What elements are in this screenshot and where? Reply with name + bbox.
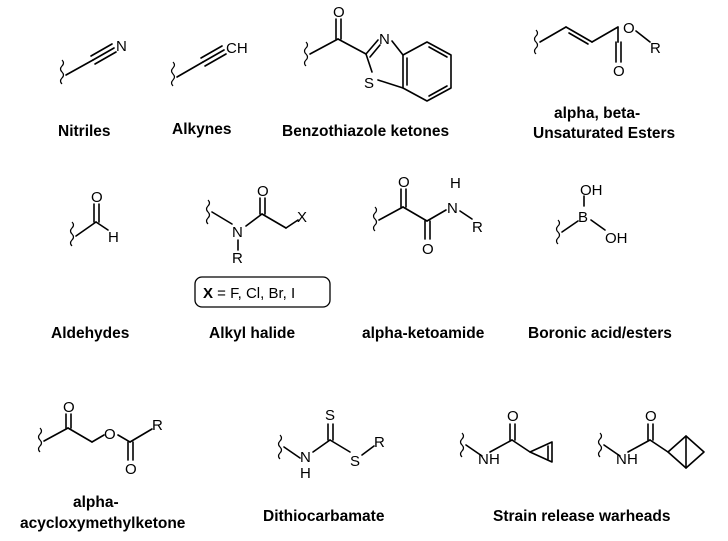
atom-N: N (616, 451, 627, 468)
atom-S: S (350, 453, 360, 470)
attachment-wavy-line (597, 432, 603, 458)
atom-N: N (379, 31, 390, 48)
atom-H: H (300, 465, 311, 482)
attachment-wavy-line (303, 41, 309, 67)
alkyne-structure: CH (170, 40, 248, 87)
atom-OH: OH (605, 230, 628, 247)
atom-O: O (613, 63, 625, 80)
atom-O: O (507, 408, 519, 425)
bicyclobutane-amide-structure: N H O (597, 408, 705, 469)
attachment-wavy-line (372, 206, 378, 232)
label-acyloxymethylketone-line2: acycloxymethylketone (20, 515, 186, 532)
atom-O: O (104, 426, 116, 443)
label-alkyl-halide: Alkyl halide (209, 325, 296, 342)
unsaturated-ester-structure: O O R (533, 20, 661, 80)
atom-O: O (398, 174, 410, 191)
atom-B: B (578, 209, 588, 226)
attachment-wavy-line (69, 221, 75, 247)
alkyl-halide-structure: N R O X (205, 183, 307, 267)
label-boronic-acid: Boronic acid/esters (528, 325, 672, 342)
atom-R: R (374, 434, 385, 451)
atom-R: R (232, 250, 243, 267)
atom-N: N (232, 224, 243, 241)
boronic-acid-structure: B OH OH (555, 182, 628, 247)
atom-X: X (297, 209, 307, 226)
atom-N: N (300, 449, 311, 466)
benzothiazole-ketone-structure: O N S (303, 4, 452, 102)
label-strain-release-warheads: Strain release warheads (493, 508, 671, 525)
label-acyloxymethylketone-line1: alpha- (73, 494, 119, 511)
attachment-wavy-line (533, 29, 539, 55)
label-unsaturated-esters-line1: alpha, beta- (554, 105, 640, 122)
label-nitriles: Nitriles (58, 123, 111, 140)
atom-S: S (325, 407, 335, 424)
atom-O: O (623, 20, 635, 37)
label-alpha-ketoamide: alpha-ketoamide (362, 325, 485, 342)
atom-O: O (645, 408, 657, 425)
cyclopropene-amide-structure: N H O (459, 408, 553, 468)
attachment-wavy-line (170, 61, 176, 87)
atom-R: R (152, 417, 163, 434)
label-dithiocarbamate: Dithiocarbamate (263, 508, 385, 525)
atom-O: O (91, 189, 103, 206)
atom-N: N (116, 38, 127, 55)
atom-O: O (257, 183, 269, 200)
atom-R: R (650, 40, 661, 57)
label-unsaturated-esters-line2: Unsaturated Esters (533, 125, 675, 142)
attachment-wavy-line (59, 59, 65, 85)
atom-S: S (364, 75, 374, 92)
attachment-wavy-line (555, 219, 561, 245)
label-aldehydes: Aldehydes (51, 325, 129, 342)
halide-list: = F, Cl, Br, I (213, 285, 295, 302)
label-benzothiazole-ketones: Benzothiazole ketones (282, 123, 449, 140)
atom-O: O (125, 461, 137, 478)
atom-H: H (108, 229, 119, 246)
atom-O: O (422, 241, 434, 258)
aldehyde-structure: O H (69, 189, 119, 247)
atom-N: N (478, 451, 489, 468)
atom-O: O (63, 399, 75, 416)
attachment-wavy-line (205, 199, 211, 225)
ketoamide-structure: O O H N R (372, 174, 483, 258)
halide-x-symbol: X (203, 285, 213, 302)
halide-definition-box: X = F, Cl, Br, I (194, 276, 331, 308)
atom-H: H (450, 175, 461, 192)
atom-CH: CH (226, 40, 248, 57)
attachment-wavy-line (277, 434, 283, 460)
atom-R: R (472, 219, 483, 236)
atom-N: N (447, 200, 458, 217)
acyloxymethylketone-structure: O O O R (37, 399, 163, 478)
atom-H: H (627, 451, 638, 468)
nitrile-structure: N (59, 38, 127, 85)
halide-definition-text: X = F, Cl, Br, I (203, 285, 295, 302)
attachment-wavy-line (459, 432, 465, 458)
atom-OH: OH (580, 182, 603, 199)
attachment-wavy-line (37, 427, 43, 453)
atom-H: H (489, 451, 500, 468)
atom-O: O (333, 4, 345, 21)
label-alkynes: Alkynes (172, 121, 231, 138)
dithiocarbamate-structure: N H S S R (277, 407, 385, 482)
